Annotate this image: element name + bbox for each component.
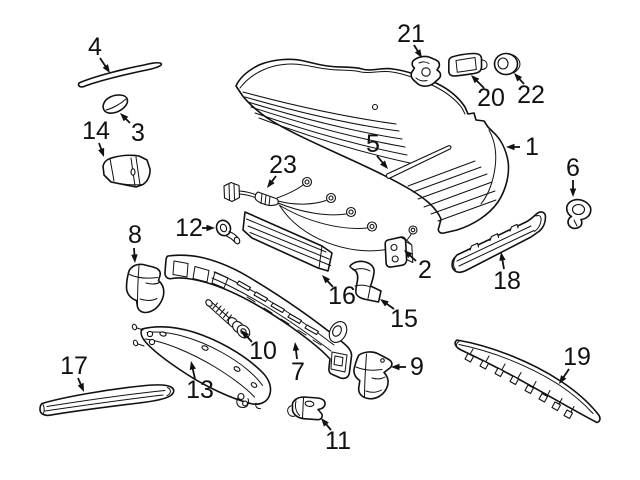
callout-arrowhead-2	[404, 250, 413, 259]
callout-label-22: 22	[517, 81, 545, 109]
callout-arrowhead-14	[98, 147, 105, 157]
callout-label-12: 12	[175, 214, 203, 242]
callout-label-18: 18	[493, 267, 521, 295]
part-17-molding-left	[39, 384, 175, 417]
callout-arrowhead-13	[189, 361, 196, 370]
callout-arrowhead-19	[559, 375, 567, 384]
part-12-clip	[215, 219, 241, 245]
callout-9: 9	[391, 353, 424, 381]
callout-arrowhead-20	[471, 75, 480, 84]
callout-4: 4	[88, 33, 110, 73]
callout-16: 16	[322, 275, 356, 310]
callout-label-11: 11	[325, 427, 351, 455]
callout-18: 18	[493, 252, 521, 295]
callout-label-23: 23	[269, 151, 297, 179]
callout-6: 6	[566, 154, 580, 197]
callout-label-21: 21	[397, 20, 425, 48]
callout-arrowhead-11	[321, 418, 329, 427]
part-19-lower-rail	[454, 339, 601, 424]
callout-label-6: 6	[566, 154, 580, 182]
callout-21: 21	[397, 20, 425, 58]
callout-label-4: 4	[88, 33, 102, 61]
callout-label-15: 15	[390, 305, 418, 333]
callout-arrowhead-3	[120, 113, 129, 122]
callout-label-16: 16	[328, 282, 356, 310]
part-16-energy-absorber	[242, 211, 333, 272]
part-22-grommet	[493, 52, 521, 76]
part-6-clip	[565, 198, 592, 230]
callout-label-8: 8	[128, 221, 142, 249]
part-2-side-plate	[384, 236, 414, 268]
parts-artwork	[39, 52, 601, 424]
callout-22: 22	[514, 73, 545, 109]
callout-label-19: 19	[563, 343, 591, 371]
part-4-molding-strip	[77, 61, 163, 88]
callout-label-2: 2	[418, 256, 432, 284]
callout-1: 1	[506, 133, 539, 161]
callout-arrowhead-16	[322, 275, 331, 284]
callout-17: 17	[60, 352, 88, 392]
callout-label-7: 7	[291, 358, 305, 386]
callout-arrowhead-15	[380, 299, 389, 307]
callout-10: 10	[241, 330, 277, 365]
callout-label-14: 14	[82, 117, 110, 145]
callout-arrowhead-9	[391, 363, 400, 371]
callout-label-5: 5	[366, 130, 380, 158]
callout-label-3: 3	[131, 119, 145, 147]
callout-label-20: 20	[477, 84, 505, 112]
part-1-bumper-cover	[235, 58, 510, 234]
part-8-bracket-left	[125, 263, 165, 314]
callout-arrowhead-12	[206, 224, 215, 232]
part-5-trim-strip	[385, 145, 452, 179]
part-21-sensor-bracket	[410, 55, 442, 87]
callout-14: 14	[82, 117, 110, 157]
callout-arrowhead-6	[569, 188, 577, 197]
part-11-clamp-bracket	[287, 396, 326, 421]
part-14-side-absorber-left	[102, 154, 151, 188]
callout-20: 20	[471, 75, 505, 112]
part-13-lower-reinforcement	[131, 323, 272, 410]
callout-19: 19	[559, 343, 591, 384]
callout-5: 5	[366, 130, 388, 169]
callout-label-13: 13	[186, 376, 214, 404]
callout-2: 2	[404, 250, 432, 284]
part-23-wiring-harness	[223, 176, 418, 252]
part-15-side-absorber-right	[349, 260, 382, 303]
part-7-impact-bar	[164, 254, 353, 380]
callout-7: 7	[291, 342, 305, 386]
callout-label-10: 10	[249, 337, 277, 365]
callout-arrowhead-23	[267, 179, 275, 188]
callout-12: 12	[175, 214, 215, 242]
callout-13: 13	[186, 361, 214, 404]
part-18-step-strip	[451, 211, 547, 273]
callout-arrowhead-18	[499, 252, 506, 261]
callout-arrowhead-10	[241, 330, 250, 339]
callout-arrowhead-22	[514, 73, 523, 82]
part-20-sensor	[448, 52, 488, 77]
callout-label-1: 1	[525, 133, 539, 161]
part-3-pad	[102, 94, 129, 114]
callout-3: 3	[120, 113, 145, 147]
callout-arrowhead-7	[292, 342, 300, 351]
part-9-bracket-right	[353, 351, 393, 400]
callout-arrowhead-8	[131, 254, 138, 263]
callout-arrowhead-5	[380, 160, 388, 169]
callout-11: 11	[321, 418, 351, 455]
callout-arrowhead-21	[414, 49, 422, 58]
callout-label-17: 17	[60, 352, 88, 380]
callout-15: 15	[380, 299, 418, 333]
callout-arrowhead-1	[506, 143, 515, 151]
callout-label-9: 9	[410, 353, 424, 381]
callout-8: 8	[128, 221, 142, 263]
callout-arrowhead-4	[102, 64, 110, 73]
callout-23: 23	[267, 151, 297, 188]
callout-arrowhead-17	[77, 382, 84, 392]
